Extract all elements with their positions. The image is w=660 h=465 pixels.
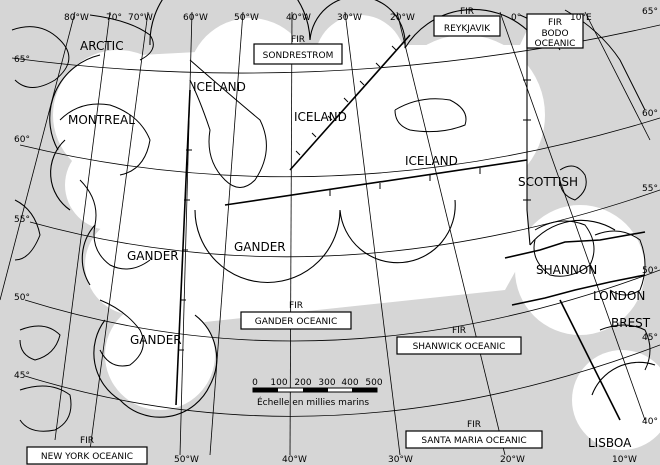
scale-bar: 0 100 200 300 400 500 Échelle en millies… — [252, 378, 383, 408]
label-brest: BREST — [611, 316, 651, 330]
label-lisboa: LISBOA — [588, 436, 632, 450]
meridian-label: 70° — [106, 13, 122, 23]
fir-boundaries — [175, 34, 646, 421]
meridian-label: 30°W — [388, 455, 413, 465]
meridian-label: 70°W — [128, 13, 153, 23]
scale-caption: Échelle en millies marins — [257, 396, 369, 408]
latitude-label: 50° — [642, 266, 658, 276]
oceanic-area — [53, 15, 660, 450]
latitude-label: 60° — [14, 135, 30, 145]
scale-tick: 300 — [318, 378, 335, 388]
fir-box-santa-maria: FIR SANTA MARIA OCEANIC — [405, 420, 543, 449]
graticule-labels: 80°W 70° 70°W 60°W 50°W 40°W 30°W 20°W 0… — [14, 7, 658, 465]
meridian-label: 60°W — [183, 13, 208, 23]
fir-box-reykjavik: FIR REYKJAVIK — [433, 7, 501, 37]
meridian-label: 80°W — [64, 13, 89, 23]
latitude-label: 55° — [642, 184, 658, 194]
coastlines — [11, 9, 651, 432]
label-arctic: ARCTIC — [80, 39, 124, 53]
fir-box-sondrestrom: FIR SONDRESTROM — [253, 35, 343, 65]
fir-label: FIR — [289, 301, 303, 311]
latitude-label: 55° — [14, 215, 30, 225]
meridian-label: 40°W — [282, 455, 307, 465]
label-shannon: SHANNON — [536, 263, 597, 277]
fir-label: FIR — [548, 18, 562, 28]
fir-name-gander-oceanic: GANDER OCEANIC — [255, 317, 337, 327]
fir-name-reykjavik: REYKJAVIK — [444, 24, 491, 34]
label-scottish: SCOTTISH — [518, 175, 578, 189]
fir-name-shanwick: SHANWICK OCEANIC — [413, 342, 506, 352]
label-gander-mid: GANDER — [234, 240, 286, 254]
latitude-label: 60° — [642, 109, 658, 119]
fir-name-bodo: BODO — [541, 29, 568, 39]
fir-name-sondrestrom: SONDRESTROM — [263, 51, 334, 61]
scale-tick: 500 — [365, 378, 382, 388]
fir-name-new-york: NEW YORK OCEANIC — [41, 452, 133, 462]
meridian-label: 20°W — [390, 13, 415, 23]
fir-name-bodo-oceanic: OCEANIC — [535, 39, 576, 49]
latitude-label: 45° — [642, 333, 658, 343]
latitude-label: 65° — [14, 55, 30, 65]
meridian-label: 30°W — [337, 13, 362, 23]
label-iceland-west: ICELAND — [193, 80, 246, 94]
scale-tick: 100 — [270, 378, 287, 388]
fir-name-santa-maria: SANTA MARIA OCEANIC — [421, 436, 526, 446]
fir-label: FIR — [452, 326, 466, 336]
boundary-ticks — [178, 45, 531, 351]
label-iceland-central: ICELAND — [294, 110, 347, 124]
meridian-label: 10°W — [612, 455, 637, 465]
region-labels: ARCTIC MONTREAL ICELAND ICELAND ICELAND … — [68, 39, 651, 450]
fir-label: FIR — [467, 420, 481, 430]
meridian-label: 50°W — [174, 455, 199, 465]
fir-label: FIR — [460, 7, 474, 17]
meridian-label: 10°E — [570, 13, 592, 23]
latitude-label: 45° — [14, 371, 30, 381]
scale-tick: 400 — [341, 378, 358, 388]
fir-box-gander-oceanic: FIR GANDER OCEANIC — [240, 301, 352, 330]
fir-box-bodo: FIR BODO OCEANIC — [526, 13, 584, 49]
meridian-label: 20°W — [500, 455, 525, 465]
label-gander-low: GANDER — [130, 333, 182, 347]
meridian-label: 50°W — [234, 13, 259, 23]
scale-tick: 0 — [252, 378, 258, 388]
latitude-label: 40° — [642, 417, 658, 427]
label-gander-left: GANDER — [127, 249, 179, 263]
meridian-label: 40°W — [286, 13, 311, 23]
fir-box-shanwick: FIR SHANWICK OCEANIC — [396, 326, 522, 355]
fir-label: FIR — [80, 436, 94, 446]
label-iceland-east: ICELAND — [405, 154, 458, 168]
label-montreal: MONTREAL — [68, 113, 135, 127]
scale-tick: 200 — [294, 378, 311, 388]
meridian-label: 0° — [511, 13, 521, 23]
label-london: LONDON — [593, 289, 645, 303]
fir-label: FIR — [291, 35, 305, 45]
fir-box-new-york: FIR NEW YORK OCEANIC — [26, 436, 148, 465]
latitude-label: 65° — [642, 7, 658, 17]
latitude-label: 50° — [14, 293, 30, 303]
